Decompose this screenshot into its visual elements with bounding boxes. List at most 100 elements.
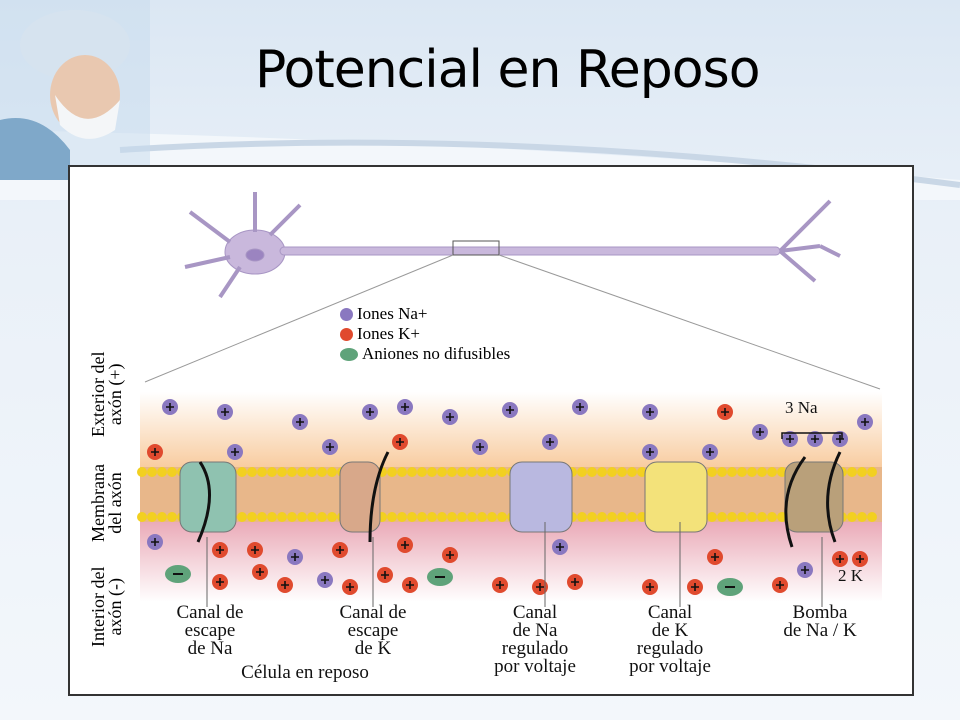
lipid-head [307, 512, 317, 522]
pump-arrows [196, 432, 843, 548]
lipid-head [467, 512, 477, 522]
channel-protein-3 [644, 461, 708, 533]
lipid-head [257, 467, 267, 477]
anion-icon [340, 347, 358, 361]
lipid-head [487, 467, 497, 477]
lipid-head [597, 467, 607, 477]
lipid-head [737, 512, 747, 522]
lipid-head [767, 467, 777, 477]
lipid-head [437, 467, 447, 477]
lipid-head [247, 467, 257, 477]
lipid-head [407, 512, 417, 522]
lipid-head [157, 467, 167, 477]
lipid-head [577, 512, 587, 522]
lipid-head [497, 512, 507, 522]
lipid-head [847, 512, 857, 522]
lipid-head [147, 467, 157, 477]
lipid-head [607, 512, 617, 522]
lipid-head [327, 467, 337, 477]
lipid-head [417, 512, 427, 522]
lipid-head [317, 467, 327, 477]
lipid-head [267, 512, 277, 522]
lipid-head [327, 512, 337, 522]
lipid-head [307, 467, 317, 477]
lipid-head [727, 512, 737, 522]
lipid-head [287, 512, 297, 522]
lipid-head [607, 467, 617, 477]
lipid-head [457, 467, 467, 477]
lipid-head [447, 512, 457, 522]
lipid-head [617, 467, 627, 477]
lipid-head [157, 512, 167, 522]
lipid-head [707, 467, 717, 477]
lipid-head [847, 467, 857, 477]
pump-na-label: 3 Na [785, 398, 818, 417]
lipid-head [597, 512, 607, 522]
resting-potential-diagram: Iones Na+ Iones K+ Aniones no difusibles… [68, 165, 914, 696]
lipid-head [737, 467, 747, 477]
lipid-head [267, 467, 277, 477]
lipid-head [857, 467, 867, 477]
lipid-head [237, 512, 247, 522]
lipid-head [387, 467, 397, 477]
lipid-head [617, 512, 627, 522]
lipid-head [387, 512, 397, 522]
lipid-head [707, 512, 717, 522]
lipid-head [287, 467, 297, 477]
lipid-head [627, 467, 637, 477]
lipid-head [587, 512, 597, 522]
lipid-head [297, 512, 307, 522]
lipid-head [497, 467, 507, 477]
pump-k-label: 2 K [838, 566, 864, 585]
legend-item-k: Iones K+ [340, 324, 510, 344]
lipid-head [247, 512, 257, 522]
surgeon-photo [0, 0, 150, 180]
lipid-head [137, 512, 147, 522]
membrane-illustration [137, 192, 882, 607]
lipid-head [757, 512, 767, 522]
lipid-head [867, 467, 877, 477]
lipid-head [437, 512, 447, 522]
lipid-head [477, 467, 487, 477]
legend: Iones Na+ Iones K+ Aniones no difusibles [340, 304, 510, 364]
caption: Célula en reposo [241, 662, 369, 683]
lipid-head [427, 512, 437, 522]
lipid-head [727, 467, 737, 477]
lipid-head [457, 512, 467, 522]
lipid-head [317, 512, 327, 522]
lipid-head [297, 467, 307, 477]
lipid-head [277, 512, 287, 522]
lipid-head [757, 467, 767, 477]
lipid-head [427, 467, 437, 477]
na-ion-icon [340, 307, 353, 321]
lipid-head [277, 467, 287, 477]
k-ion-icon [340, 327, 353, 341]
lipid-head [147, 512, 157, 522]
lipid-head [137, 467, 147, 477]
lipid-head [407, 467, 417, 477]
lipid-head [477, 512, 487, 522]
lipid-head [167, 467, 177, 477]
lipid-head [447, 467, 457, 477]
legend-item-na: Iones Na+ [340, 304, 510, 324]
lipid-head [487, 512, 497, 522]
lipid-head [467, 467, 477, 477]
lipid-head [857, 512, 867, 522]
lipid-head [867, 512, 877, 522]
lipid-head [577, 467, 587, 477]
lipid-head [747, 512, 757, 522]
channel-protein-2 [509, 461, 573, 533]
lipid-head [587, 467, 597, 477]
neuron-drawing [184, 192, 841, 299]
lipid-head [717, 512, 727, 522]
lipid-head [717, 467, 727, 477]
lipid-head [397, 467, 407, 477]
